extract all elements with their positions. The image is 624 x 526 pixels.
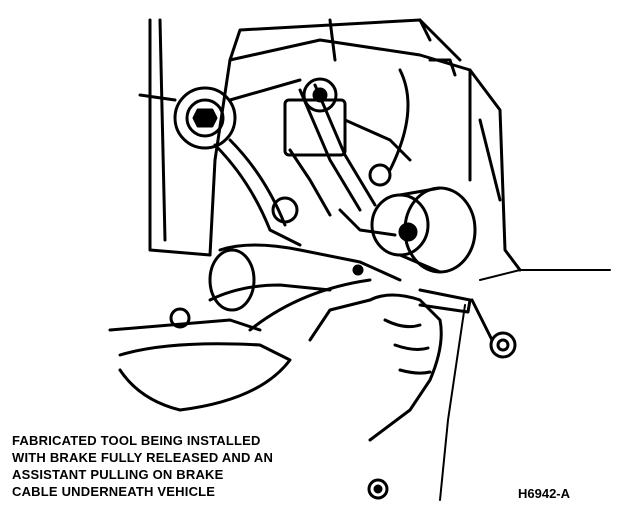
cable-pulley [370,186,477,274]
hand-with-tool [308,288,472,442]
caption-line-3: ASSISTANT PULLING ON BRAKE [12,467,224,482]
caption-line-1: FABRICATED TOOL BEING INSTALLED [12,433,261,448]
caption-line-4: CABLE UNDERNEATH VEHICLE [12,484,216,499]
figure-caption: FABRICATED TOOL BEING INSTALLED WITH BRA… [12,432,392,500]
ratchet-mechanism [271,77,412,237]
brake-cable [439,269,611,501]
loose-nut [367,478,389,500]
pedal-arm [213,58,457,247]
caption-line-2: WITH BRAKE FULLY RELEASED AND AN [12,450,274,465]
brake-pedal-lever [108,243,402,412]
figure-id: H6942-A [518,486,571,501]
upper-pivot [138,78,302,150]
mounting-bracket [148,18,522,272]
